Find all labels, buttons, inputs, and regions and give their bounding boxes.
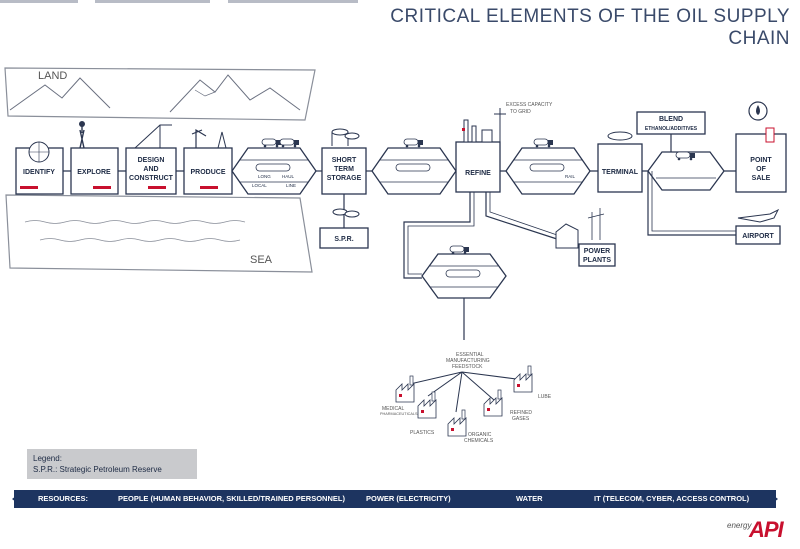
power-label-1: POWER — [584, 248, 610, 255]
produce-label: PRODUCE — [190, 169, 225, 176]
logo-energy-word: energy — [727, 521, 752, 530]
resource-it: IT (TELECOM, CYBER, ACCESS CONTROL) — [594, 494, 750, 503]
design-construct-stage: DESIGN AND CONSTRUCT — [125, 124, 177, 195]
terminal-label: TERMINAL — [602, 169, 639, 176]
organic-label-2: CHEMICALS — [464, 438, 494, 444]
resource-power: POWER (ELECTRICITY) — [366, 494, 451, 503]
storage-label-2: TERM — [334, 166, 354, 173]
resource-people: PEOPLE (HUMAN BEHAVIOR, SKILLED/TRAINED … — [118, 494, 345, 503]
terminal-stage: TERMINAL — [597, 131, 643, 193]
sea-label: SEA — [250, 254, 273, 266]
transport-hub-retail — [647, 151, 725, 191]
produce-stage: PRODUCE — [183, 128, 233, 195]
land-region — [4, 67, 316, 121]
organic-chemicals-factory — [447, 409, 467, 437]
medical-label-2: PHARMACEUTICALS — [380, 412, 418, 416]
design-label-2: AND — [143, 166, 158, 173]
feedstock-note-3: FEEDSTOCK — [452, 364, 483, 370]
organic-label-1: ORGANIC — [468, 432, 492, 438]
pos-label-2: OF — [756, 166, 766, 173]
transport-hub-petrochemical — [421, 245, 507, 299]
resources-label: RESOURCES: — [38, 494, 89, 503]
transport-hub-midstream — [371, 138, 457, 195]
airport-stage: AIRPORT — [735, 208, 781, 245]
medical-factory — [395, 375, 415, 403]
refined-label-2: GASES — [512, 416, 530, 422]
sea-region — [5, 194, 313, 273]
design-label-3: CONSTRUCT — [129, 175, 174, 182]
top-border-segment — [95, 0, 210, 3]
power-plants-stage: POWER PLANTS — [555, 208, 616, 267]
identify-stage: IDENTIFY — [15, 141, 64, 195]
transport-hub-upstream: LONG HAUL LOCAL LINE — [231, 138, 317, 195]
point-of-sale-stage: POINT OF SALE — [735, 101, 787, 193]
resources-arrow-right — [766, 490, 778, 508]
refine-stage: REFINE — [455, 119, 501, 193]
haul-label: HAUL — [282, 174, 295, 179]
to-grid-note: TO GRID — [510, 109, 531, 115]
short-term-storage-stage: SHORT TERM STORAGE — [321, 128, 367, 195]
transport-hub-downstream: RAIL — [505, 138, 591, 195]
feedstock-note-2: MANUFACTURING — [446, 358, 490, 364]
resources-bar: RESOURCES: PEOPLE (HUMAN BEHAVIOR, SKILL… — [14, 490, 776, 508]
explore-label: EXPLORE — [77, 169, 111, 176]
api-logo: API — [749, 517, 784, 542]
storage-label-3: STORAGE — [327, 175, 362, 182]
local-label: LOCAL — [252, 183, 267, 188]
medical-label-1: MEDICAL — [382, 406, 404, 412]
legend-entry: S.P.R.: Strategic Petroleum Reserve — [33, 465, 162, 474]
spr-stage: S.P.R. — [319, 208, 369, 249]
line-label: LINE — [286, 183, 296, 188]
plastics-label: PLASTICS — [410, 430, 435, 436]
excess-capacity-note: EXCESS CAPACITY — [506, 102, 553, 108]
top-border-segment — [0, 0, 78, 3]
explore-stage: EXPLORE — [70, 121, 119, 195]
storage-label-1: SHORT — [332, 157, 357, 164]
refined-label-1: REFINED — [510, 410, 532, 416]
legend-box: Legend: S.P.R.: Strategic Petroleum Rese… — [27, 449, 197, 479]
identify-label: IDENTIFY — [23, 169, 55, 176]
rail-label: RAIL — [565, 174, 576, 179]
resource-water: WATER — [516, 494, 543, 503]
feedstock-note-1: ESSENTIAL — [456, 352, 484, 358]
spr-label: S.P.R. — [334, 236, 353, 243]
blend-label-2: ETHANOL/ADDITIVES — [645, 126, 698, 132]
long-label: LONG — [258, 174, 271, 179]
lube-factory — [513, 365, 533, 393]
design-label-1: DESIGN — [138, 157, 165, 164]
blend-label-1: BLEND — [659, 116, 683, 123]
top-border-segment — [228, 0, 358, 3]
airport-label: AIRPORT — [742, 233, 774, 240]
plastics-factory — [417, 391, 437, 419]
blend-stage: BLEND ETHANOL/ADDITIVES — [636, 111, 706, 135]
pos-label-1: POINT — [750, 157, 772, 164]
land-label: LAND — [38, 70, 67, 82]
lube-label: LUBE — [538, 394, 552, 400]
refine-label: REFINE — [465, 170, 491, 177]
pos-label-3: SALE — [752, 175, 771, 182]
legend-heading: Legend: — [33, 454, 62, 463]
power-label-2: PLANTS — [583, 257, 611, 264]
page-title: CRITICAL ELEMENTS OF THE OIL SUPPLY CHAI… — [390, 6, 790, 49]
